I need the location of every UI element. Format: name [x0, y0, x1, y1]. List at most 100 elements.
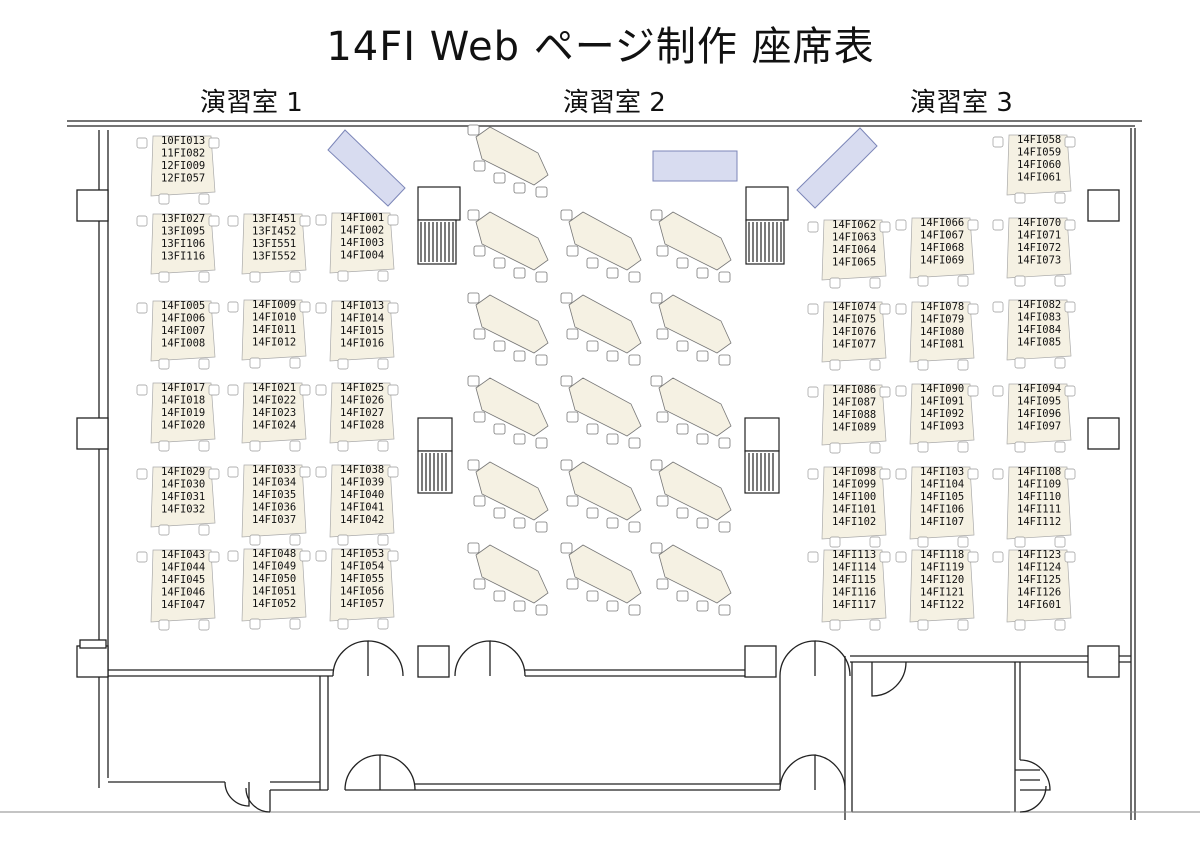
- chair-icon: [158, 358, 170, 370]
- seat-id: 14FI072: [1017, 242, 1061, 254]
- seat-id: 14FI092: [920, 408, 964, 420]
- chair-icon: [606, 350, 619, 362]
- chair-icon: [967, 468, 979, 480]
- chair-icon: [656, 328, 669, 340]
- seat-id: 14FI108: [1017, 466, 1061, 478]
- chair-icon: [198, 619, 210, 631]
- seat-id: 14FI040: [340, 489, 384, 501]
- seat-id: 14FI002: [340, 225, 384, 237]
- seat-id: 14FI093: [920, 421, 964, 433]
- desk-outline: [329, 548, 395, 622]
- chair-icon: [299, 215, 311, 227]
- desk-outline: [909, 549, 975, 623]
- desk-outline: [1006, 217, 1072, 279]
- chair-icon: [1014, 619, 1026, 631]
- chair-icon: [566, 245, 579, 257]
- chair-icon: [829, 536, 841, 548]
- chair-icon: [606, 600, 619, 612]
- seat-id: 14FI005: [161, 300, 205, 312]
- chair-icon: [895, 551, 907, 563]
- chair-icon: [387, 384, 399, 396]
- chair-icon: [869, 359, 881, 371]
- chair-icon: [315, 384, 327, 396]
- seat-id: 11FI082: [161, 148, 205, 160]
- chair-icon: [1064, 385, 1076, 397]
- desk-outline: [909, 466, 975, 540]
- chair-icon: [227, 466, 239, 478]
- chair-icon: [917, 359, 929, 371]
- seat-id: 14FI073: [1017, 255, 1061, 267]
- chair-icon: [1014, 536, 1026, 548]
- lecterns: [417, 186, 789, 494]
- seat-id: 14FI054: [340, 561, 384, 573]
- chair-icon: [208, 137, 220, 149]
- chair-icon: [249, 357, 261, 369]
- seat-id: 14FI017: [161, 382, 205, 394]
- chair-icon: [869, 442, 881, 454]
- seat-id: 14FI044: [161, 562, 205, 574]
- chair-icon: [650, 375, 663, 387]
- seat-id: 14FI110: [1017, 491, 1061, 503]
- chair-icon: [656, 245, 669, 257]
- chair-icon: [337, 440, 349, 452]
- chair-icon: [208, 468, 220, 480]
- chair-icon: [227, 301, 239, 313]
- chair-icon: [387, 302, 399, 314]
- chair-icon: [227, 384, 239, 396]
- chair-icon: [718, 521, 731, 533]
- desk-outline: [909, 217, 975, 279]
- chair-icon: [992, 468, 1004, 480]
- chair-icon: [535, 604, 548, 616]
- chair-icon: [315, 302, 327, 314]
- chair-icon: [289, 440, 301, 452]
- chair-icon: [158, 271, 170, 283]
- seat-id: 14FI115: [832, 574, 876, 586]
- seat-id: 14FI032: [161, 504, 205, 516]
- seat-id: 14FI123: [1017, 549, 1061, 561]
- chair-icon: [967, 551, 979, 563]
- seat-id: 14FI034: [252, 477, 296, 489]
- chair-icon: [560, 209, 573, 221]
- seat-id: 14FI061: [1017, 172, 1061, 184]
- chair-icon: [957, 536, 969, 548]
- seat-id: 14FI056: [340, 586, 384, 598]
- seat-id: 14FI018: [161, 395, 205, 407]
- desk-outline: [150, 300, 216, 362]
- chair-icon: [676, 507, 689, 519]
- desk-unit: [650, 459, 732, 533]
- chair-icon: [467, 292, 480, 304]
- seat-id: 14FI077: [832, 339, 876, 351]
- seat-id: 14FI055: [340, 573, 384, 585]
- chair-icon: [656, 495, 669, 507]
- desk-outline: [241, 548, 307, 622]
- seat-id: 14FI004: [340, 250, 384, 262]
- chair-icon: [650, 292, 663, 304]
- chair-icon: [208, 302, 220, 314]
- desk-unit: [467, 292, 549, 366]
- desk-unit: [467, 375, 549, 449]
- seat-id: 13FI552: [252, 251, 296, 263]
- chair-icon: [208, 551, 220, 563]
- seat-id: 13FI451: [252, 213, 296, 225]
- room-2-desks: [467, 124, 732, 616]
- seat-id: 14FI023: [252, 407, 296, 419]
- chair-icon: [1064, 551, 1076, 563]
- chair-icon: [158, 193, 170, 205]
- chair-icon: [136, 215, 148, 227]
- desk-unit: [467, 124, 549, 198]
- chair-icon: [829, 277, 841, 289]
- seat-id: 14FI039: [340, 477, 384, 489]
- chair-icon: [249, 618, 261, 630]
- chair-icon: [535, 437, 548, 449]
- seat-id: 14FI058: [1017, 134, 1061, 146]
- chair-icon: [136, 302, 148, 314]
